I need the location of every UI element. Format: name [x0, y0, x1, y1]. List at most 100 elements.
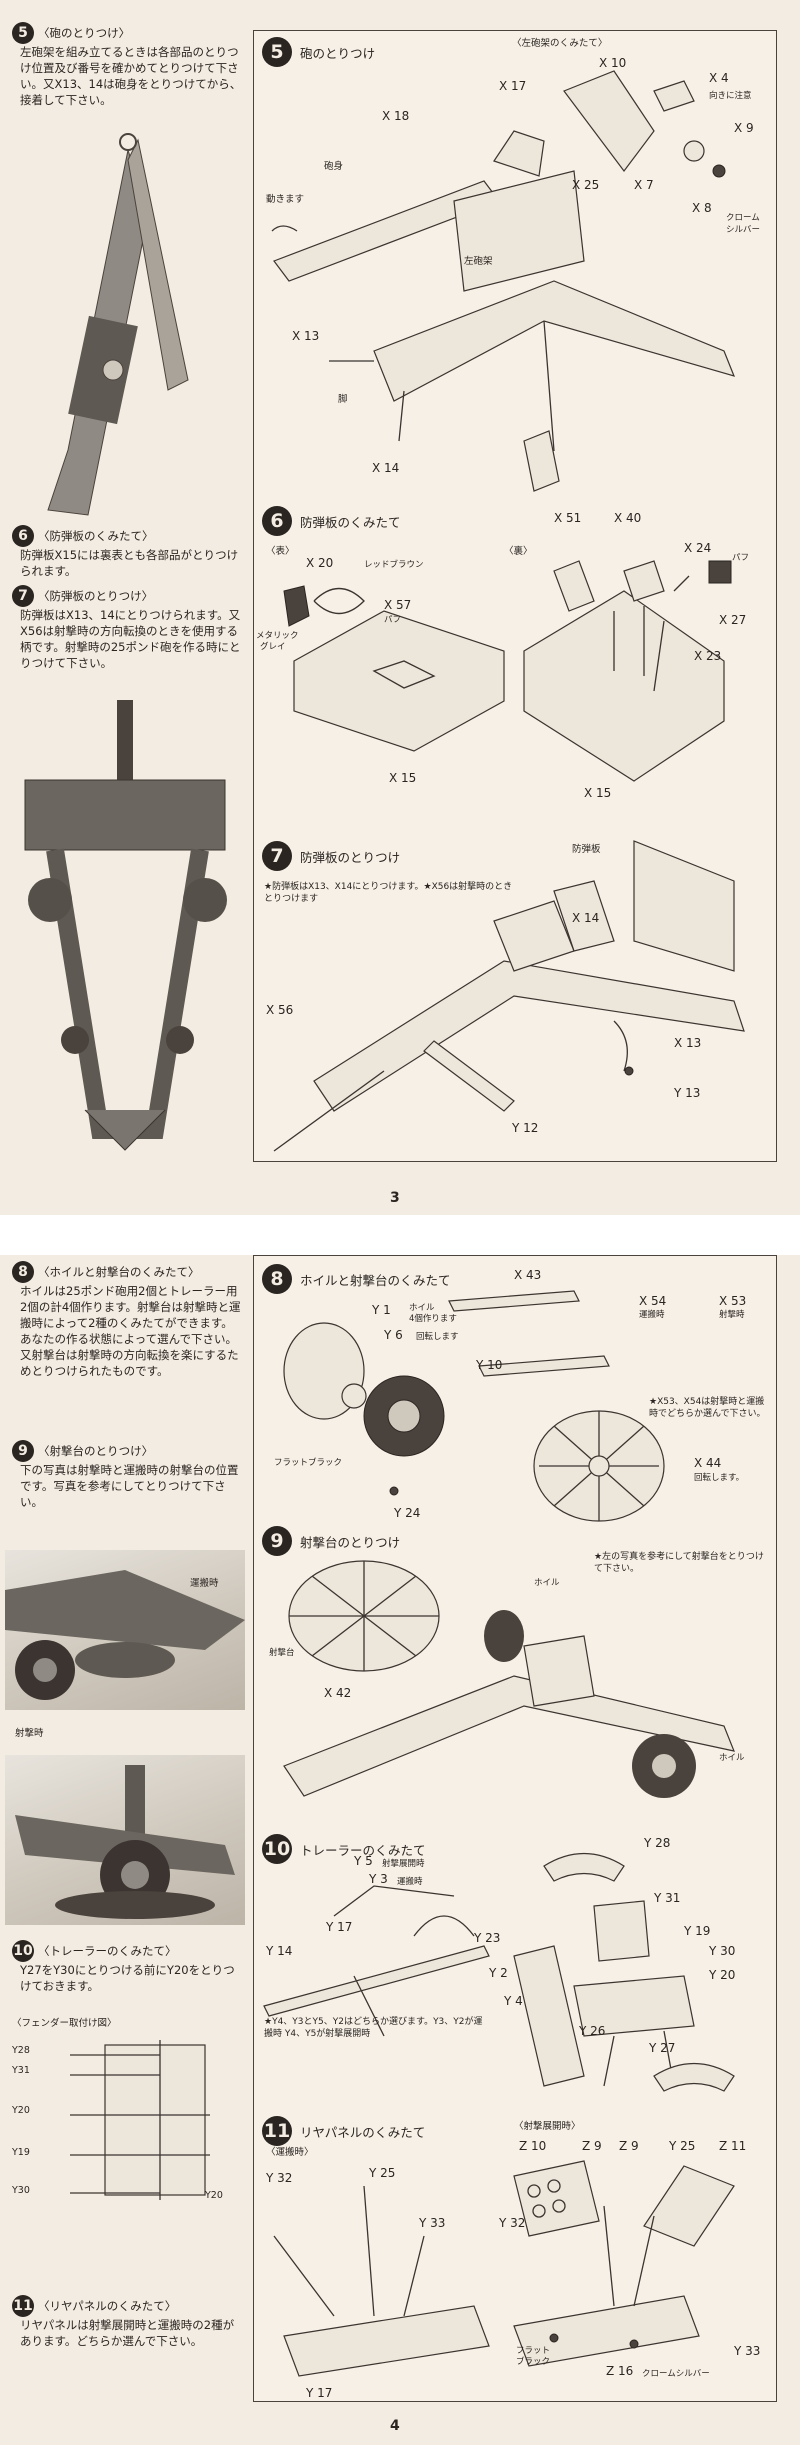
color-label-flatblack: フラットブラック [274, 1458, 343, 1468]
part-label-y24: Y 24 [394, 1506, 421, 1520]
part-label-y30: Y 30 [709, 1944, 736, 1958]
step-body: 左砲架を組み立てるときは各部品のとりつけ位置及び番号を確かめてとりつけて下さい。… [20, 45, 242, 107]
step-number: 7 [12, 585, 34, 607]
left-column: 8 〈ホイルと射撃台のくみたて〉 ホイルは25ポンド砲用2個とトレーラー用2個の計… [0, 1255, 250, 2445]
front-side-label: 〈表〉 [266, 546, 295, 557]
part-label-z9-b: Z 9 [619, 2139, 639, 2153]
transport-photo [5, 1550, 245, 1710]
part-label-z11: Z 11 [719, 2139, 747, 2153]
wheel-label: ホイル [409, 1303, 435, 1313]
step-number: 8 [262, 1264, 292, 1294]
step-8-drawing [283, 1290, 665, 1522]
step-9-heading: 9 射撃台のとりつけ [262, 1526, 400, 1556]
step-title: 射撃台のとりつけ [300, 1534, 401, 1550]
step-number: 11 [12, 2295, 34, 2317]
part-label-y33: Y 33 [419, 2216, 446, 2230]
fender-y19: Y19 [12, 2147, 30, 2158]
transport-sub-label: 〈運搬時〉 [266, 2147, 314, 2158]
step-6-heading: 6 防弾板のくみたて [262, 506, 401, 536]
firing-mode-label: 射撃時 [719, 1310, 745, 1320]
step-title: 砲のとりつけ [300, 45, 376, 61]
part-label-y14: Y 14 [266, 1944, 293, 1958]
step-title: 〈防弾板のくみたて〉 [38, 529, 154, 543]
rotates-label: 回転します [416, 1332, 459, 1342]
step-8-heading: 8 ホイルと射撃台のくみたて [262, 1264, 451, 1294]
step-body: 防弾板X15には裏表とも各部品がとりつけられます。 [20, 548, 239, 578]
wheel-label: ホイル [534, 1578, 560, 1588]
color-label-redbrown: レッドブラウン [364, 560, 424, 570]
part-label-x8: X 8 [692, 201, 712, 215]
step-7-drawing [273, 840, 745, 1152]
back-side-label: 〈裏〉 [504, 546, 533, 557]
barrel-label: 砲身 [324, 161, 344, 172]
part-label-x10: X 10 [599, 56, 627, 70]
step-5-drawing [271, 70, 736, 492]
part-label-y17: Y 17 [306, 2386, 333, 2400]
transport-label: 運搬時 [397, 1877, 423, 1887]
part-label-z16: Z 16 [606, 2364, 634, 2378]
part-label-x53: X 53 [719, 1294, 747, 1308]
step-title: 〈トレーラーのくみたて〉 [38, 1944, 177, 1958]
part-label-y10: Y 10 [476, 1358, 503, 1372]
part-label-y25-b: Y 25 [669, 2139, 696, 2153]
fender-y31: Y31 [12, 2065, 30, 2076]
step-9-text: 9〈射撃台のとりつけ〉 下の写真は射撃時と運搬時の射撃台の位置です。写真を参考に… [12, 1440, 244, 1510]
step-number: 6 [12, 525, 34, 547]
step-7-note: ★防弾板はX13、X14にとりつけます。★X56は射撃時のときとりつけます [264, 882, 513, 904]
part-label-y27: Y 27 [649, 2041, 676, 2055]
part-label-z9-a: Z 9 [582, 2139, 602, 2153]
part-label-x13: X 13 [292, 329, 320, 343]
fender-y30: Y30 [12, 2185, 30, 2196]
part-label-x9: X 9 [734, 121, 754, 135]
shield-label: 防弾板 [572, 844, 601, 855]
step-body: Y27をY30にとりつける前にY20をとりつけておきます。 [20, 1963, 235, 1993]
step-body: ホイルは25ポンド砲用2個とトレーラー用2個の計4個作ります。射撃台は射撃時と運… [20, 1284, 241, 1378]
part-label-x20: X 20 [306, 556, 334, 570]
firing-label: 射撃時 [15, 1728, 44, 1739]
step-number: 9 [12, 1440, 34, 1462]
color-label-puff-front: パフ [384, 615, 402, 625]
part-label-x43: X 43 [514, 1268, 542, 1282]
step-10-drawing [263, 1852, 735, 2092]
part-label-y13: Y 13 [674, 1086, 701, 1100]
step-10-note: ★Y4、Y3とY5、Y2はどちらか選びます。Y3、Y2が運搬時 Y4、Y5が射撃… [264, 2017, 483, 2039]
page-gap [0, 1215, 800, 1255]
step-7-text: 7〈防弾板のとりつけ〉 防弾板はX13、14にとりつけられます。又X56は射撃時… [12, 585, 244, 671]
step-5-heading: 5 砲のとりつけ [262, 37, 375, 67]
step-title: 防弾板のとりつけ [300, 849, 401, 865]
step-number: 8 [12, 1261, 34, 1283]
step-title: 〈砲のとりつけ〉 [38, 26, 131, 40]
part-label-y1: Y 1 [372, 1303, 391, 1317]
step-6-text: 6 〈防弾板のくみたて〉 防弾板X15には裏表とも各部品がとりつけられます。 [12, 525, 244, 579]
step-11-heading: 11 リヤパネルのくみたて [262, 2116, 425, 2146]
fender-diagram [70, 2040, 210, 2200]
part-label-y23: Y 23 [474, 1931, 501, 1945]
part-label-y31: Y 31 [654, 1891, 681, 1905]
step-6-drawing [283, 560, 732, 782]
part-label-x23: X 23 [694, 649, 722, 663]
part-label-x18: X 18 [382, 109, 410, 123]
step-7-heading: 7 防弾板のとりつけ [262, 841, 400, 871]
color-label-metallic: メタリック [256, 631, 299, 641]
step-number: 10 [12, 1940, 34, 1962]
fender-diagram-title: 〈フェンダー取付け図〉 [12, 2018, 117, 2029]
transport-drawing [5, 1570, 245, 1700]
instruction-frame: 5 砲のとりつけ 〈左砲架のくみたて〉 X 18 X 13 X 14 X 17 … [253, 30, 777, 1162]
color-label-black: ブラック [516, 2357, 551, 2367]
color-label-chrome: クローム [726, 213, 760, 223]
part-label-y32: Y 32 [266, 2171, 293, 2185]
part-label-x42: X 42 [324, 1686, 352, 1700]
step-title: 〈ホイルと射撃台のくみたて〉 [38, 1265, 200, 1279]
part-label-x15-front: X 15 [389, 771, 417, 785]
step-number: 9 [262, 1526, 292, 1556]
part-label-y26: Y 26 [579, 2024, 606, 2038]
step-body: 下の写真は射撃時と運搬時の射撃台の位置です。写真を参考にしてとりつけて下さい。 [20, 1463, 239, 1509]
firing-sub-label: 〈射撃展開時〉 [514, 2121, 581, 2132]
step-9-drawing [283, 1560, 735, 1798]
firing-drawing [15, 1765, 235, 1919]
step-8-note: ★X53、X54は射撃時と運搬時でどちらか選んで下さい。 [649, 1397, 766, 1419]
part-label-x24: X 24 [684, 541, 712, 555]
step-8-text: 8 〈ホイルと射撃台のくみたて〉 ホイルは25ポンド砲用2個とトレーラー用2個の計… [12, 1261, 244, 1379]
manual-page-3: 5〈砲のとりつけ〉 左砲架を組み立てるときは各部品のとりつけ位置及び番号を確かめ… [0, 0, 800, 1215]
part-label-y2: Y 2 [489, 1966, 508, 1980]
